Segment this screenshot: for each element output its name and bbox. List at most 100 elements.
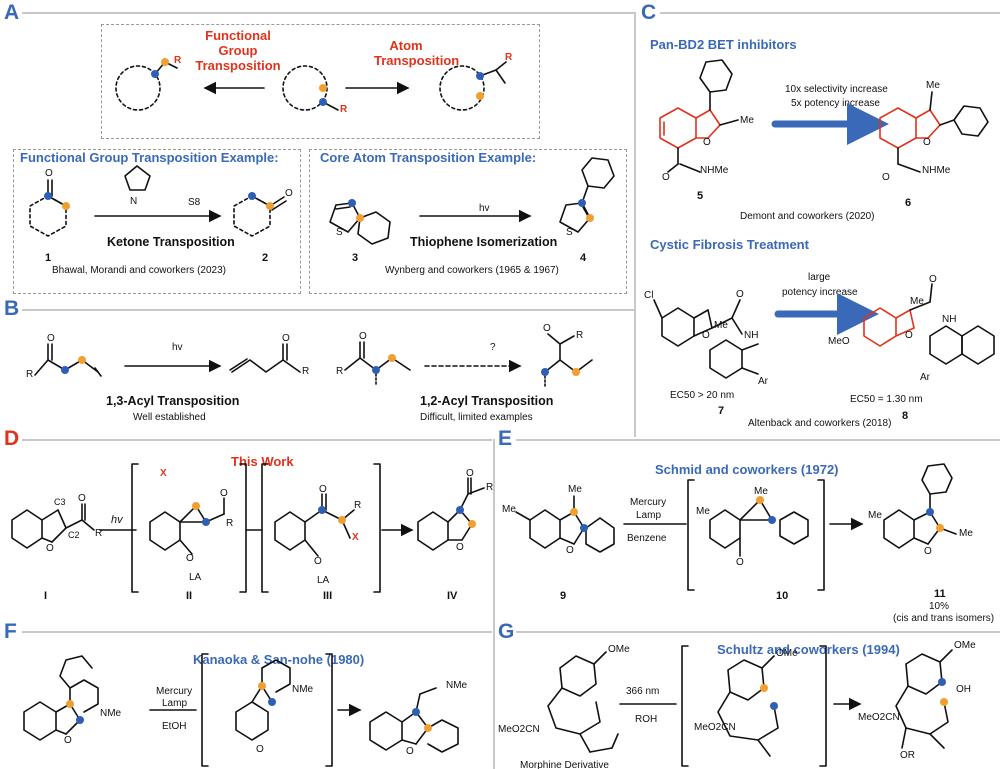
ketone-1-structure <box>29 179 67 237</box>
cpd11-o: O <box>924 546 932 557</box>
panel-label-c: C <box>641 1 657 24</box>
cpd5-carbonyl-o: O <box>662 172 670 183</box>
reagent-s8: S8 <box>188 197 201 208</box>
compound-4-label: 4 <box>580 252 587 264</box>
cpd7-ring-o: O <box>702 330 710 341</box>
schmid-title: Schmid and coworkers (1972) <box>655 462 839 477</box>
cf-treatment-title: Cystic Fibrosis Treatment <box>650 237 809 252</box>
acyl13-label: 1,3-Acyl Transposition <box>106 394 240 408</box>
thiophene-4-s: S <box>566 227 573 238</box>
cpd8-nh: NH <box>942 314 957 325</box>
schultz-ome-left: OMe <box>608 644 630 655</box>
rule-f-top <box>22 631 492 633</box>
d-ii-carbonyl-o: O <box>220 488 228 499</box>
d-iii-la: LA <box>317 575 330 586</box>
intermediate-ii-label: II <box>186 590 193 602</box>
panel-label-d: D <box>4 427 20 450</box>
d-iii-x: X <box>352 532 359 543</box>
thiophene-credit: Wynberg and coworkers (1965 & 1967) <box>385 265 559 276</box>
ketone-credit: Bhawal, Morandi and coworkers (2023) <box>52 265 226 276</box>
core-example-title: Core Atom Transposition Example: <box>320 150 537 165</box>
compound-11-structure <box>883 463 957 549</box>
schmid-cond-mercury: Mercury <box>630 497 667 508</box>
ketone-1-o: O <box>45 168 53 179</box>
d-iii-o: O <box>314 556 322 567</box>
compound-2-label: 2 <box>262 252 269 264</box>
kanaoka-cond-mercury: Mercury <box>156 686 193 697</box>
cf-arrow-line1: large <box>808 272 831 283</box>
acyl12-product <box>544 333 593 387</box>
cpd9-me-left: Me <box>502 504 516 515</box>
cpd5-ring-o: O <box>703 137 711 148</box>
schmid-cond-lamp: Lamp <box>636 510 662 521</box>
atom-highlight-dots <box>44 58 948 732</box>
compound-8-structure <box>863 283 995 365</box>
cpd6-me: Me <box>926 80 940 91</box>
acyl12-substrate <box>344 341 411 387</box>
concept-right-ring <box>439 61 507 111</box>
compound-5-structure <box>659 59 739 173</box>
rule-e-top <box>516 439 1000 441</box>
cpd6-ring-o: O <box>923 137 931 148</box>
d-iv-o: O <box>456 542 464 553</box>
d-x-minus: X <box>160 468 167 479</box>
concept-left-ring <box>115 61 178 111</box>
schultz-meo2cn-mid: MeO2CN <box>694 722 736 733</box>
acyl12-product-r: R <box>576 330 584 341</box>
d-ii-r: R <box>226 518 234 529</box>
d-c3: C3 <box>54 497 66 507</box>
kanaoka-o-right: O <box>406 746 414 757</box>
cpd8-meo: MeO <box>828 336 850 347</box>
bet-inhibitors-title: Pan-BD2 BET inhibitors <box>650 37 797 52</box>
rule-d-top <box>22 439 492 441</box>
compound-9-structure <box>515 495 615 553</box>
panel-label-e: E <box>498 427 513 450</box>
cpd10-me-left: Me <box>696 506 710 517</box>
compound-6-structure <box>879 91 989 173</box>
cpd8-ring-o: O <box>905 330 913 341</box>
d-iii-carbonyl-o: O <box>319 484 327 495</box>
rule-a-top <box>22 12 634 14</box>
cpd5-nhme: NHMe <box>700 165 729 176</box>
rule-c-top <box>660 12 1000 14</box>
thiophene-3-structure <box>329 202 391 245</box>
schultz-cond-roh: ROH <box>635 714 658 725</box>
acyl12-question: ? <box>490 342 496 353</box>
kanaoka-o-mid: O <box>256 744 264 755</box>
d-i-carbonyl-o: O <box>78 493 86 504</box>
cpd8-me: Me <box>910 296 924 307</box>
thiophene-isomerization-label: Thiophene Isomerization <box>410 235 558 249</box>
d-iii-r: R <box>354 500 362 511</box>
compound-3-label: 3 <box>352 252 359 264</box>
pyrrolidine-reagent <box>124 165 151 191</box>
cpd6-nhme: NHMe <box>922 165 951 176</box>
schultz-ome-mid: OMe <box>776 648 798 659</box>
acyl13-product <box>229 343 301 373</box>
acyl13-product-r: R <box>302 366 310 377</box>
kanaoka-cond-lamp: Lamp <box>162 698 188 709</box>
ketone-2-o: O <box>285 188 293 199</box>
ketone-transposition-label: Ketone Transposition <box>107 235 235 249</box>
kanaoka-nme-right: NMe <box>446 680 468 691</box>
cpd9-me-top: Me <box>568 484 582 495</box>
reagent-pyrrolidine-n: N <box>130 196 138 207</box>
cpd11-me-right: Me <box>959 528 973 539</box>
compound-5-label: 5 <box>697 190 704 202</box>
acyl13-hv: hv <box>172 342 183 353</box>
cpd7-ar: Ar <box>758 376 768 387</box>
morphine-substrate-structure <box>547 651 619 753</box>
divider-ac <box>634 12 636 437</box>
bet-arrow-line2: 5x potency increase <box>791 98 880 109</box>
panel-label-g: G <box>498 620 515 643</box>
cpd6-carbonyl-o: O <box>882 172 890 183</box>
kanaoka-intermediate-structure <box>201 653 333 767</box>
acyl13-product-o: O <box>282 333 290 344</box>
kanaoka-cond-etoh: EtOH <box>162 721 187 732</box>
kanaoka-o-left: O <box>64 735 72 746</box>
kanaoka-product-structure <box>369 687 459 753</box>
schmid-yield: 10% <box>929 601 950 612</box>
thiophene-3-s: S <box>336 227 343 238</box>
cpd9-o: O <box>566 545 574 556</box>
fg-example-box <box>13 149 301 294</box>
